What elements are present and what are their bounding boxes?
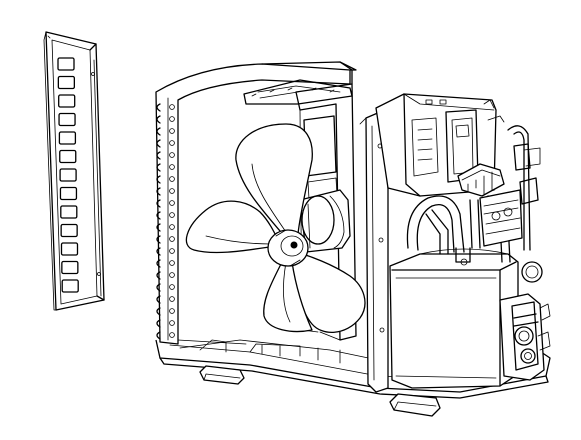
coil-bend [156, 211, 161, 220]
coil-bend [156, 295, 161, 304]
fan-motor [299, 189, 351, 253]
coil-bend [156, 223, 161, 232]
vent-slot [61, 260, 79, 275]
side-panel-vents [57, 57, 79, 293]
coil-tube-end [169, 200, 175, 206]
coil-bend [156, 271, 161, 280]
vent-slot [58, 112, 76, 127]
coil-bend [156, 199, 161, 208]
coil-tube-end [169, 236, 175, 242]
coil-tube-end [169, 212, 175, 218]
coil-tube-end [169, 116, 175, 122]
coil-bend [156, 187, 161, 196]
coil-tube-end [169, 284, 175, 290]
coil-bend [156, 307, 161, 316]
coil-tube-end [169, 164, 175, 170]
coil-tube-end [169, 188, 175, 194]
vent-slot [60, 205, 78, 219]
service-valves [499, 261, 551, 381]
coil-tube-end [169, 308, 175, 314]
coil-bend [156, 127, 161, 136]
coil-bend [156, 331, 161, 340]
coil-tube-end [169, 128, 175, 134]
vent-slot [58, 131, 77, 145]
side-panel [43, 31, 105, 311]
vent-slot [59, 149, 77, 164]
coil-bend [156, 103, 161, 112]
vent-slot [58, 94, 76, 108]
refrigerant-piping [406, 125, 541, 263]
outdoor-unit [155, 61, 551, 417]
coil-bend [156, 283, 161, 292]
coil-tube-end [169, 224, 175, 230]
vent-slot [59, 186, 78, 201]
coil-bend [156, 259, 161, 268]
coil-tube-end [169, 320, 175, 326]
condenser-coil [155, 61, 357, 345]
vent-slot [60, 242, 79, 256]
coil-tube-end [169, 332, 175, 338]
coil-bend [156, 163, 161, 172]
compressor [389, 247, 519, 389]
coil-tube-end [169, 176, 175, 182]
vent-slot [59, 168, 77, 182]
coil-tube-end [169, 248, 175, 254]
coil-bend [156, 247, 161, 256]
vent-slot [61, 279, 79, 293]
foot-left [199, 365, 245, 385]
coil-tube-end [169, 104, 175, 110]
vent-slot [60, 223, 78, 238]
top-rail [177, 61, 367, 345]
vent-slot [57, 57, 75, 71]
coil-tube-end [169, 272, 175, 278]
coil-bend [156, 235, 161, 244]
axial-fan [185, 123, 366, 333]
coil-bend [156, 175, 161, 184]
coil-bend [156, 151, 161, 160]
coil-bend [156, 139, 161, 148]
coil-tube-end [169, 260, 175, 266]
foot-right [389, 393, 441, 417]
coil-bend [156, 319, 161, 328]
coil-bend [156, 115, 161, 124]
vent-slot [57, 75, 75, 90]
coil-tube-end [169, 140, 175, 146]
coil-tube-end [169, 152, 175, 158]
coil-tube-end [169, 296, 175, 302]
coil-return-bends [156, 103, 175, 340]
